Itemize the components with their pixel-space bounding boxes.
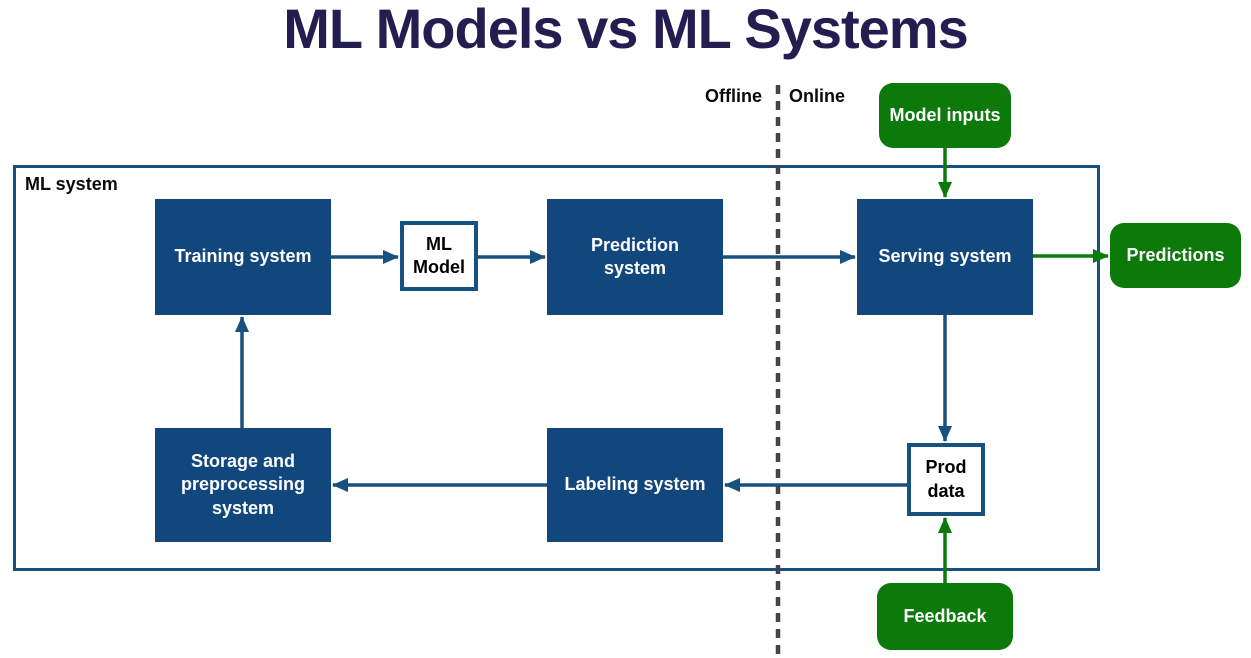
node-predictions: Predictions bbox=[1110, 223, 1241, 288]
node-storage-preprocessing-system-label: Storage and preprocessing system bbox=[180, 451, 306, 518]
node-serving-system-label: Serving system bbox=[878, 246, 1012, 267]
node-feedback: Feedback bbox=[877, 583, 1013, 650]
node-training-system: Training system bbox=[155, 199, 331, 315]
online-zone-label: Online bbox=[789, 86, 846, 106]
node-labeling-system: Labeling system bbox=[547, 428, 723, 542]
ml-system-label: ML system bbox=[25, 174, 118, 194]
offline-zone-label: Offline bbox=[705, 86, 762, 106]
node-ml-model-label: ML Model bbox=[413, 233, 465, 277]
node-prediction-system-label: Prediction system bbox=[590, 234, 679, 278]
node-prediction-system: Prediction system bbox=[547, 199, 723, 315]
page-title: ML Models vs ML Systems bbox=[283, 0, 969, 60]
node-labeling-system-label: Labeling system bbox=[564, 474, 706, 495]
node-model-inputs-label: Model inputs bbox=[889, 104, 1001, 125]
node-model-inputs: Model inputs bbox=[879, 83, 1011, 148]
node-training-system-label: Training system bbox=[174, 246, 312, 267]
node-storage-preprocessing-system: Storage and preprocessing system bbox=[155, 428, 331, 542]
node-prod-data-label: Prod data bbox=[925, 457, 967, 501]
node-feedback-label: Feedback bbox=[903, 605, 987, 626]
node-predictions-label: Predictions bbox=[1126, 244, 1225, 265]
node-prod-data: Prod data bbox=[907, 443, 985, 516]
node-serving-system: Serving system bbox=[857, 199, 1033, 315]
node-ml-model: ML Model bbox=[400, 221, 478, 291]
ml-system-boundary: ML system bbox=[13, 165, 1100, 571]
